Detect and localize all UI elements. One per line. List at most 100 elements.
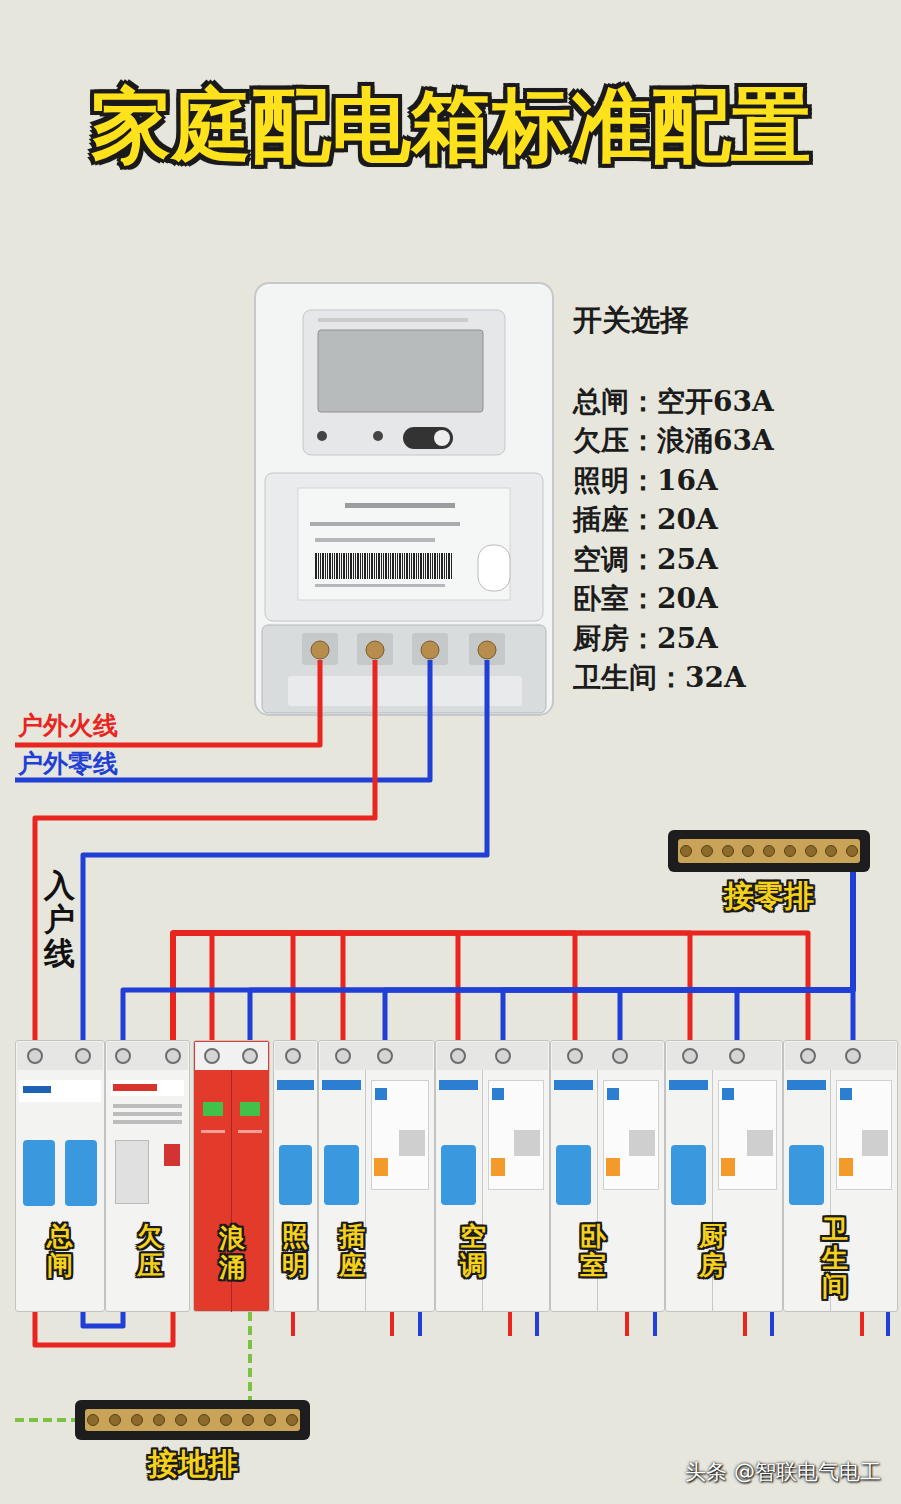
breaker-label: 总闸	[47, 1222, 73, 1279]
brand-mark	[277, 1080, 314, 1090]
outgoing-wire	[860, 1312, 864, 1336]
brand-mark	[492, 1088, 504, 1100]
toggle-lever	[324, 1145, 359, 1205]
brand-mark	[722, 1088, 734, 1100]
qr-patch	[514, 1130, 540, 1156]
meter-screw	[478, 641, 496, 659]
terminal-screw	[450, 1048, 466, 1064]
qr-patch	[629, 1130, 655, 1156]
wire	[173, 933, 458, 1040]
terminal-screw	[800, 1048, 816, 1064]
wire	[173, 933, 343, 1040]
qr-patch	[862, 1130, 888, 1156]
test-button	[721, 1158, 735, 1176]
qr-patch	[747, 1130, 773, 1156]
spec-line: 欠压：浪涌63A	[573, 424, 774, 458]
outgoing-wire	[653, 1312, 657, 1336]
brand-mark	[439, 1080, 478, 1090]
meter-print	[345, 503, 455, 508]
spec-line: 卫生间：32A	[573, 661, 746, 695]
terminal-screw	[285, 1048, 301, 1064]
meter-nameplate	[298, 488, 510, 600]
busbar-screw	[784, 845, 796, 857]
watermark: 头条 @智联电气电工	[685, 1460, 881, 1485]
busbar: 接零排	[668, 830, 870, 872]
test-button	[374, 1158, 388, 1176]
circuit-breaker: 卫生间	[783, 1040, 898, 1312]
terminal-screw	[75, 1048, 91, 1064]
busbar-screw	[198, 1414, 210, 1426]
outgoing-wire	[535, 1312, 539, 1336]
toggle-lever	[115, 1140, 149, 1204]
meter-led	[317, 431, 327, 441]
test-button	[491, 1158, 505, 1176]
busbar-screw	[264, 1414, 276, 1426]
terminal-screw	[612, 1048, 628, 1064]
print-line	[113, 1104, 182, 1108]
brand-mark	[607, 1088, 619, 1100]
busbar-screw	[242, 1414, 254, 1426]
outgoing-wire	[418, 1312, 422, 1336]
terminal-screw	[729, 1048, 745, 1064]
meter-screw	[421, 641, 439, 659]
circuit-breaker: 总闸	[15, 1040, 105, 1312]
print-line	[113, 1120, 182, 1124]
neutral-wire	[15, 660, 430, 780]
brand-mark	[669, 1080, 708, 1090]
meter-button	[403, 427, 453, 449]
meter-print	[310, 522, 460, 526]
wire-label: 入户线	[44, 868, 75, 970]
outgoing-wire	[625, 1312, 629, 1336]
toggle-lever	[441, 1145, 476, 1205]
print-line	[113, 1112, 182, 1116]
busbar-label: 接零排	[724, 878, 814, 914]
indicator	[164, 1144, 180, 1166]
brand-mark	[113, 1084, 157, 1091]
terminal-screw	[165, 1048, 181, 1064]
meter-barcode	[315, 553, 453, 579]
meter-led	[373, 431, 383, 441]
meter-print	[318, 318, 468, 322]
circuit-breaker: 厨房	[665, 1040, 783, 1312]
busbar-screw	[805, 845, 817, 857]
circuit-breaker: 照明	[273, 1040, 318, 1312]
wire	[123, 872, 853, 1040]
busbar-screw	[722, 845, 734, 857]
neutral-wire	[83, 660, 487, 1040]
wire	[173, 933, 212, 1040]
busbar-label: 接地排	[148, 1446, 238, 1482]
circuit-breaker: 空调	[435, 1040, 550, 1312]
circuit-breaker: 浪涌	[193, 1040, 270, 1312]
wire	[35, 1312, 173, 1345]
circuit-breaker: 插座	[318, 1040, 435, 1312]
busbar-screw	[87, 1414, 99, 1426]
busbar-screw	[680, 845, 692, 857]
terminal-screw	[242, 1048, 258, 1064]
test-button	[606, 1158, 620, 1176]
brand-mark	[840, 1088, 852, 1100]
circuit-breaker: 卧室	[550, 1040, 665, 1312]
meter-button-knob	[434, 430, 450, 446]
module-divider	[365, 1070, 366, 1312]
earth-wire	[15, 1418, 75, 1422]
terminal-screw	[682, 1048, 698, 1064]
wire	[83, 1312, 123, 1326]
wire	[851, 872, 856, 1040]
wire	[248, 1312, 252, 1400]
terminal-screw	[335, 1048, 351, 1064]
meter-print	[315, 584, 445, 587]
outgoing-wire	[508, 1312, 512, 1336]
meter-terminal-block	[262, 625, 546, 713]
brand-mark	[322, 1080, 361, 1090]
test-button	[839, 1158, 853, 1176]
busbar-screw	[109, 1414, 121, 1426]
breaker-label: 厨房	[699, 1222, 725, 1279]
meter-bezel	[303, 310, 505, 455]
busbar-screw	[846, 845, 858, 857]
terminal-screw	[495, 1048, 511, 1064]
title: 家庭配电箱标准配置	[0, 82, 901, 170]
terminal-screw	[845, 1048, 861, 1064]
print-line	[201, 1130, 225, 1133]
meter-nameplate-cover	[265, 473, 543, 621]
